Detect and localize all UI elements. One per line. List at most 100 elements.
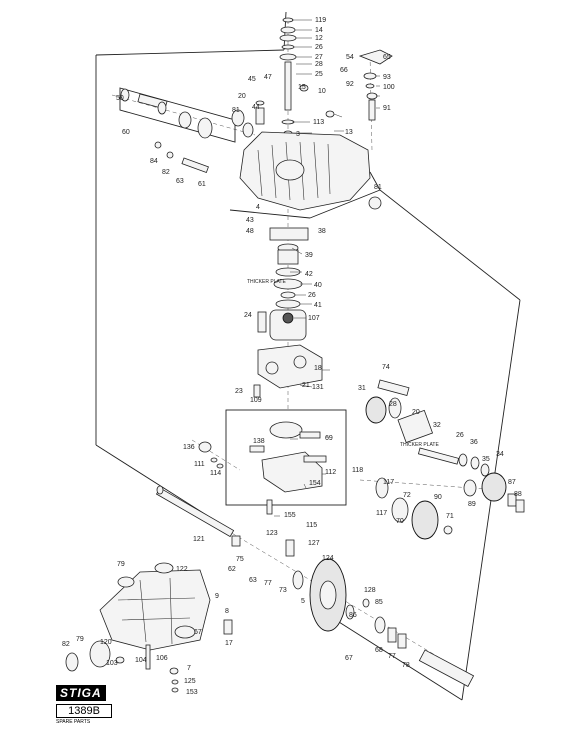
part-number-label: 111 <box>194 461 205 468</box>
left-axle <box>120 88 254 174</box>
part-number-label: 31 <box>358 385 366 392</box>
part-number-label: 39 <box>305 252 313 259</box>
part-number-label: 81 <box>232 107 240 114</box>
right-gear-group <box>365 379 525 540</box>
part-number-label: 109 <box>250 397 262 404</box>
part-number-label: 10 <box>318 88 326 95</box>
part-number-label: 40 <box>314 282 322 289</box>
part-number-label: 85 <box>375 599 383 606</box>
part-number-label: 26 <box>315 44 323 51</box>
part-number-label: 75 <box>236 556 244 563</box>
part-number-label: 12 <box>315 35 323 42</box>
part-number-label: 38 <box>318 228 326 235</box>
part-number-label: 66 <box>340 67 348 74</box>
thicker-plate-note-right: THICKER PLATE <box>400 442 439 448</box>
part-number-label: 103 <box>106 660 118 667</box>
part-number-label: 63 <box>249 577 257 584</box>
part-number-label: 104 <box>135 657 147 664</box>
part-number-label: 34 <box>496 451 504 458</box>
part-number-label: 79 <box>117 561 125 568</box>
part-number-label: 36 <box>470 439 478 446</box>
part-number-label: 122 <box>176 566 188 573</box>
part-number-label: 18 <box>314 365 322 372</box>
part-number-label: 26 <box>308 292 316 299</box>
part-number-label: 65 <box>383 54 391 61</box>
part-number-label: 87 <box>508 479 516 486</box>
part-number-label: 62 <box>228 566 236 573</box>
part-number-label: 79 <box>76 636 84 643</box>
part-number-label: 20 <box>412 409 420 416</box>
part-number-label: 120 <box>100 639 112 646</box>
part-number-label: 24 <box>244 312 252 319</box>
part-number-label: 106 <box>156 655 168 662</box>
part-number-label: 4 <box>256 204 260 211</box>
part-number-label: 74 <box>382 364 390 371</box>
part-number-label: 113 <box>313 119 324 126</box>
diagram-code: 1389B <box>56 704 112 718</box>
upper-housing <box>239 131 382 211</box>
part-number-label: 35 <box>482 456 490 463</box>
part-number-label: 63 <box>176 178 184 185</box>
part-number-label: 138 <box>253 438 265 445</box>
brand-block: STIGA 1389B SPARE PARTS <box>56 684 122 725</box>
part-number-label: 128 <box>364 587 376 594</box>
part-number-label: 107 <box>308 315 320 322</box>
part-number-label: 114 <box>210 470 221 477</box>
part-number-label: 72 <box>403 492 411 499</box>
part-number-label: 54 <box>346 54 354 61</box>
part-number-label: 91 <box>383 105 391 112</box>
part-number-label: 32 <box>433 422 441 429</box>
valve-sub-assembly <box>198 421 327 515</box>
long-shaft <box>155 485 295 557</box>
lower-housing <box>65 562 233 693</box>
part-number-label: 60 <box>122 129 130 136</box>
part-number-label: 42 <box>305 271 313 278</box>
detail-boxes <box>119 87 347 506</box>
part-number-label: 45 <box>248 76 256 83</box>
part-number-label: 136 <box>183 444 195 451</box>
part-number-label: 9 <box>215 593 219 600</box>
part-number-label: 7 <box>187 665 191 672</box>
part-number-label: 82 <box>162 169 170 176</box>
thicker-plate-note: THICKER PLATE <box>247 279 286 285</box>
part-number-label: 118 <box>352 467 363 474</box>
part-number-label: 8 <box>225 608 229 615</box>
part-number-label: 84 <box>150 158 158 165</box>
part-number-label: 153 <box>186 689 198 696</box>
part-number-label: 26 <box>456 432 464 439</box>
spare-parts-label: SPARE PARTS <box>56 719 91 725</box>
centre-block <box>253 344 323 398</box>
part-number-label: 28 <box>315 61 323 68</box>
stiga-logo: STIGA <box>56 685 106 701</box>
part-number-label: 86 <box>349 612 357 619</box>
part-number-label: 121 <box>193 536 205 543</box>
part-number-label: 100 <box>383 84 395 91</box>
part-number-label: 25 <box>315 71 323 78</box>
part-number-label: 68 <box>375 647 383 654</box>
part-number-label: 154 <box>309 480 321 487</box>
lever-assembly <box>358 49 393 121</box>
part-number-label: 28 <box>389 401 397 408</box>
part-number-label: 117 <box>383 479 394 486</box>
part-number-label: 127 <box>308 540 320 547</box>
part-number-label: 48 <box>246 228 254 235</box>
part-number-label: 70 <box>396 518 404 525</box>
part-number-label: 93 <box>383 74 391 81</box>
part-number-label: 112 <box>325 469 336 476</box>
bull-gear <box>292 558 475 687</box>
top-shaft-stack <box>255 17 335 136</box>
part-number-label: 71 <box>446 513 454 520</box>
part-number-label: 14 <box>315 27 323 34</box>
part-number-label: 125 <box>184 678 196 685</box>
part-number-label: 41 <box>314 302 322 309</box>
part-number-label: 23 <box>235 388 243 395</box>
part-number-label: 123 <box>266 530 278 537</box>
part-number-label: 43 <box>246 217 254 224</box>
part-number-label: 119 <box>315 17 326 24</box>
part-number-label: 21 <box>302 382 310 389</box>
leader-lines <box>274 19 380 517</box>
part-number-label: 131 <box>312 384 324 391</box>
part-number-label: 77 <box>264 580 272 587</box>
